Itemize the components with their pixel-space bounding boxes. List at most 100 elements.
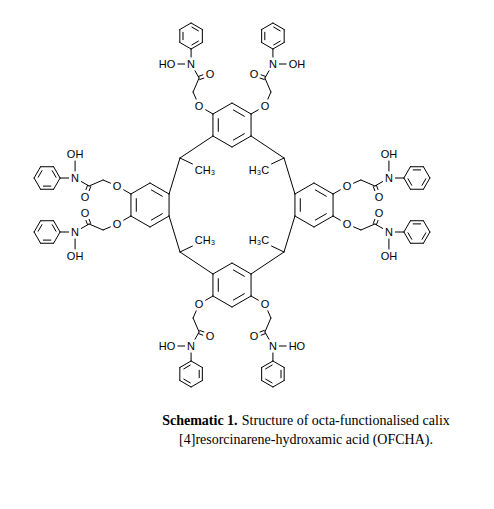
- atom-label: OH: [288, 59, 307, 70]
- bond-line: [375, 182, 383, 186]
- bond-line: [103, 227, 110, 230]
- bond-line: [178, 64, 185, 65]
- bond-line: [284, 158, 295, 194]
- bond-line: [200, 78, 204, 80]
- bond-line: [273, 381, 284, 388]
- bond-line: [38, 171, 42, 177]
- bond-line: [395, 178, 404, 179]
- bond-line: [180, 136, 213, 158]
- bond-line: [268, 311, 271, 318]
- atom-label: HO: [158, 59, 177, 70]
- bond-line: [279, 346, 286, 347]
- bond-line: [151, 190, 162, 196]
- bond-line: [43, 240, 50, 241]
- bond-line: [180, 252, 213, 274]
- bond-line: [251, 110, 258, 114]
- bond-line: [300, 199, 301, 212]
- bond-line: [273, 23, 284, 30]
- bond-line: [295, 183, 314, 194]
- bond-line: [272, 49, 273, 57]
- bond-line: [89, 187, 90, 191]
- bond-line: [314, 183, 333, 194]
- bond-line: [213, 296, 232, 307]
- atom-label: N: [384, 227, 394, 238]
- bond-line: [184, 379, 190, 383]
- bond-line: [233, 134, 244, 140]
- bond-line: [81, 182, 89, 186]
- bond-line: [261, 368, 262, 381]
- bond-line: [279, 64, 286, 65]
- bond-line: [233, 110, 244, 116]
- bond-line: [233, 294, 244, 300]
- bond-line: [191, 381, 202, 388]
- bond-line: [274, 27, 280, 31]
- bond-line: [41, 220, 54, 221]
- bond-line: [264, 32, 265, 39]
- bond-line: [404, 221, 411, 232]
- bond-line: [265, 332, 269, 339]
- atom-label: O: [205, 331, 216, 342]
- bond-line: [373, 187, 374, 191]
- bond-line: [314, 216, 333, 227]
- bond-line: [131, 216, 150, 227]
- bond-line: [136, 199, 137, 212]
- bond-line: [60, 178, 69, 179]
- bond-line: [408, 233, 412, 239]
- bond-line: [284, 30, 285, 43]
- bond-line: [54, 178, 61, 189]
- atom-label: N: [268, 59, 278, 70]
- bond-line: [89, 224, 103, 230]
- bond-line: [169, 158, 180, 194]
- bond-line: [262, 23, 273, 30]
- bond-line: [232, 296, 251, 307]
- atom-label: O: [374, 208, 385, 219]
- bond-line: [169, 216, 180, 252]
- bond-line: [178, 346, 185, 347]
- bond-line: [52, 225, 56, 231]
- bond-line: [410, 166, 423, 167]
- bond-line: [182, 32, 183, 39]
- bond-line: [180, 43, 191, 50]
- bond-line: [260, 330, 264, 332]
- bond-line: [423, 221, 430, 232]
- bond-line: [169, 194, 170, 216]
- bond-line: [354, 180, 361, 183]
- bond-line: [261, 334, 265, 336]
- bond-line: [251, 296, 258, 300]
- atom-label: OH: [380, 149, 399, 160]
- figure-caption: Schematic 1.Structure of octa-functional…: [124, 412, 488, 450]
- atom-label: OH: [66, 149, 85, 160]
- bond-line: [150, 183, 169, 194]
- bond-line: [361, 224, 375, 230]
- atom-label: N: [70, 227, 80, 238]
- atom-label: H₃C: [248, 235, 270, 246]
- bond-line: [34, 178, 41, 189]
- bond-line: [413, 169, 420, 170]
- atom-label: HO: [158, 341, 177, 352]
- bond-line: [124, 190, 131, 194]
- bond-line: [195, 332, 199, 339]
- bond-line: [52, 171, 56, 177]
- bond-line: [180, 23, 191, 30]
- bond-line: [218, 119, 219, 132]
- bond-line: [422, 233, 426, 239]
- atom-label: O: [260, 101, 271, 112]
- atom-label: O: [112, 219, 123, 230]
- bond-line: [34, 167, 41, 178]
- bond-line: [262, 361, 273, 368]
- bond-line: [179, 30, 180, 43]
- atom-label: O: [194, 299, 205, 310]
- bond-line: [262, 381, 273, 388]
- bond-line: [89, 219, 90, 223]
- bond-line: [34, 232, 41, 243]
- bond-line: [272, 353, 273, 361]
- bond-line: [265, 318, 271, 332]
- bond-line: [233, 270, 244, 276]
- bond-line: [388, 239, 389, 249]
- bond-line: [273, 361, 284, 368]
- bond-line: [41, 243, 54, 244]
- bond-line: [265, 78, 271, 92]
- atom-label: O: [80, 192, 91, 203]
- atom-label: OH: [380, 251, 399, 262]
